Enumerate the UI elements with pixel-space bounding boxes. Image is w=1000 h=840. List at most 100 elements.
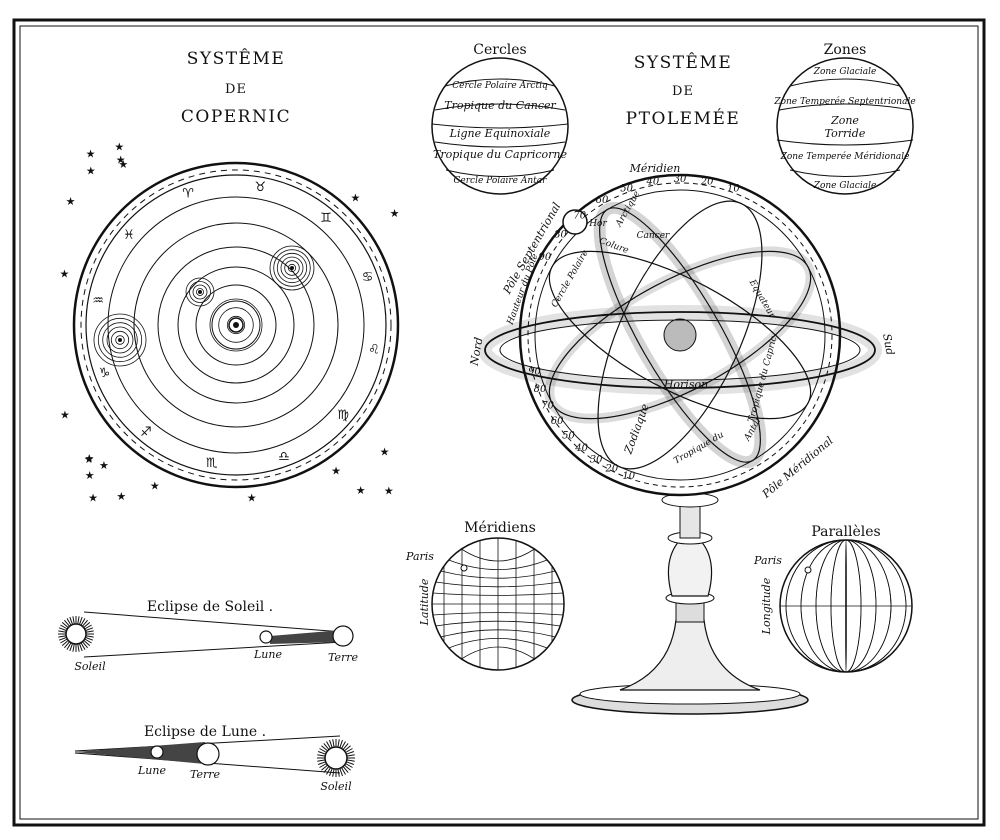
orbit-venus	[195, 284, 277, 366]
ring-number: 70	[541, 400, 554, 411]
ptolemee-title-line1: SYSTÊME	[634, 52, 733, 73]
ring-number: 30	[590, 454, 603, 465]
meridian-number: 90	[539, 252, 552, 263]
eclipse-soleil-title: Eclipse de Soleil .	[147, 599, 273, 615]
orbit-mars	[157, 246, 315, 404]
star-icon: ★	[86, 164, 96, 177]
label-nord: Nord	[467, 336, 485, 367]
meridian-number: 80	[554, 230, 567, 241]
cercles-row-5: Cercle Polaire Antar	[454, 176, 548, 186]
eclipse-soleil-lune-label: Lune	[253, 648, 282, 661]
copernic-title-line2: DE	[225, 82, 247, 97]
zodiac-inner-ring	[85, 174, 387, 476]
planet-system-icon	[93, 313, 147, 367]
planet-system-icon	[269, 245, 315, 291]
earth-icon	[332, 625, 354, 647]
earth-icon	[196, 742, 220, 766]
label-meridien: Méridien	[629, 162, 681, 175]
planet-system-icon	[209, 298, 263, 352]
sphere-stand	[571, 492, 809, 715]
star-icon: ★	[84, 453, 94, 466]
star-icon: ★	[88, 492, 98, 505]
sun-rays-icon	[58, 616, 94, 652]
meridiens-latitude-label: Latitude	[418, 578, 431, 626]
zones-row-6: Zone Glaciale	[813, 181, 877, 191]
star-icon: ★	[84, 452, 94, 465]
star-icon: ★	[150, 480, 160, 493]
star-icon: ★	[114, 140, 124, 153]
cercles-row-3: Ligne Equinoxiale	[449, 127, 551, 140]
cercles-globe: Cercles Cercle Polaire Arctiq Tropique d…	[431, 42, 569, 195]
sun-rays-icon	[317, 739, 355, 777]
moon-icon	[259, 630, 273, 644]
star-icon: ★	[86, 148, 96, 161]
meridian-number: 40	[646, 176, 660, 187]
cercles-row-1: Cercle Polaire Arctiq	[452, 81, 548, 91]
inner-frame	[19, 25, 979, 820]
zones-row-1: Zone Glaciale	[813, 67, 877, 77]
cercles-row-4: Tropique du Capricorne	[433, 148, 567, 161]
paralleles-paris-label: Paris	[753, 554, 782, 567]
moon-icon	[150, 745, 164, 759]
star-icon: ★	[384, 484, 394, 497]
meridian-number: 70	[573, 211, 586, 222]
meridiens-paris-label: Paris	[405, 550, 434, 563]
meridian-number: 60	[596, 195, 609, 206]
zodiac-dashed-ring	[80, 169, 392, 481]
zones-row-5: Zone Temperée Méridionale	[780, 151, 910, 162]
star-icon: ★	[247, 491, 257, 504]
meridiens-title: Méridiens	[464, 520, 536, 536]
earth-core-icon	[663, 318, 697, 352]
meridian-number: 30	[674, 174, 687, 185]
zodiac-sign-icon: ♊	[320, 211, 332, 226]
ring-number: 10	[622, 471, 635, 482]
zodiac-sign-icon: ♐	[140, 425, 152, 440]
star-icon: ★	[350, 192, 360, 205]
ring-number: 90	[528, 366, 541, 377]
copernic-title-line1: SYSTÊME	[187, 48, 286, 69]
label-cancer: Cancer	[637, 231, 670, 241]
paris-marker-icon	[804, 566, 812, 574]
horizon-ring	[484, 311, 876, 389]
zodiac-sign-icon: ♍	[337, 408, 349, 423]
ring-number: 20	[605, 464, 619, 475]
eclipse-lune-diagram: Eclipse de Lune . Lune Terre Soleil	[74, 724, 355, 793]
ring-number: 80	[534, 384, 547, 395]
ring-number: 50	[562, 430, 575, 441]
orbit-mercury	[211, 300, 261, 350]
paralleles-title: Parallèles	[811, 524, 880, 540]
ring-number: 40	[574, 443, 588, 454]
pole-ring-icon	[562, 209, 588, 235]
zones-row-3: Zone	[830, 114, 859, 127]
eclipse-lune-lune-label: Lune	[137, 764, 166, 777]
copernic-title: SYSTÊME DE COPERNIC	[181, 48, 290, 127]
star-icon: ★	[390, 207, 400, 220]
zodiac-sign-icon: ♒	[92, 294, 104, 309]
eclipse-soleil-soleil-label: Soleil	[74, 660, 106, 673]
zones-row-2: Zone Temperée Septentrionale	[773, 96, 915, 107]
zodiac-sign-icon: ♓	[123, 228, 135, 243]
star-icon: ★	[331, 465, 341, 478]
star-icon: ★	[380, 445, 390, 458]
paralleles-longitude-label: Longitude	[760, 577, 773, 635]
copernican-system: ♉♊♋♌♍♎♏♐♑♒♓♈	[72, 161, 400, 489]
eclipse-lune-title: Eclipse de Lune .	[144, 724, 266, 740]
zodiac-signs: ♉♊♋♌♍♎♏♐♑♒♓♈	[92, 180, 379, 471]
label-hor: Hor	[588, 219, 607, 229]
zodiac-sign-icon: ♑	[99, 366, 111, 381]
star-icon: ★	[118, 158, 128, 171]
star-icon: ★	[356, 484, 366, 497]
ptolemee-title-line3: PTOLEMÉE	[626, 108, 741, 129]
paralleles-globe: Parallèles Paris Longitude	[753, 524, 913, 673]
orbit-saturn	[107, 196, 365, 454]
cercles-title: Cercles	[473, 42, 526, 58]
eclipse-soleil-terre-label: Terre	[328, 651, 359, 664]
planet-system-icon	[185, 277, 215, 307]
eclipse-lune-soleil-label: Soleil	[320, 780, 352, 793]
zodiac-sign-icon: ♋	[362, 270, 374, 285]
meridiens-globe: Méridiens Paris Latitude	[405, 520, 565, 671]
star-icon: ★	[85, 469, 95, 482]
